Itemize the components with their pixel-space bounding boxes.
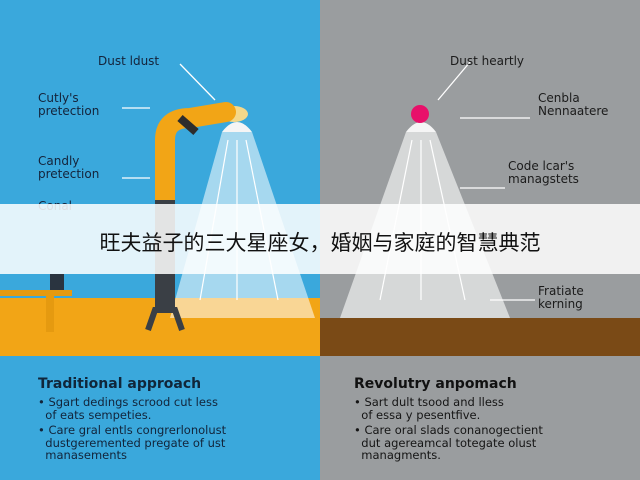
label-protection-1-line2: pretection (38, 104, 100, 118)
pipe-joint (177, 114, 199, 136)
post-base (145, 307, 185, 331)
label-right-1: Cenbla Nennaatere (538, 92, 608, 118)
label-protection-2-line1: Candly (38, 154, 80, 168)
label-right-1-line2: Nennaatere (538, 104, 609, 118)
right-heading: Revolutry anpomach (354, 376, 517, 392)
pointer-line (179, 63, 216, 101)
label-right-2-line1: Code lcar's (508, 159, 575, 173)
lamp-head (222, 122, 252, 132)
pointer-line (437, 61, 471, 101)
label-protection-2-line2: pretection (38, 167, 100, 181)
title-banner: 旺夫益子的三大星座女，婚姻与家庭的智慧典范 (0, 204, 640, 274)
label-top-left: Dust ldust (98, 54, 160, 68)
workbench-leg (46, 296, 54, 332)
label-right-2-line2: managstets (508, 172, 579, 186)
dust-pipe (155, 102, 236, 310)
label-right-3: Fratiate kerning (538, 285, 584, 311)
lamp-head (406, 122, 436, 132)
label-right-1-line1: Cenbla (538, 91, 580, 105)
lamp-bulb (411, 105, 429, 123)
right-bullet-2: • Care oral slads conanogectient dut age… (354, 423, 543, 462)
left-bullet-2: • Care gral entls congrerlonolust dustge… (38, 423, 227, 462)
label-top-right: Dust heartly (450, 54, 525, 68)
label-protection-1-line1: Cutly's (38, 91, 79, 105)
label-right-3-line1: Fratiate (538, 284, 584, 298)
left-heading: Traditional approach (38, 376, 202, 392)
workbench-top (0, 290, 72, 296)
label-right-2: Code lcar's managstets (508, 160, 579, 186)
right-floor (320, 318, 640, 356)
banner-title: 旺夫益子的三大星座女，婚姻与家庭的智慧典范 (99, 231, 541, 255)
right-bullet-1: • Sart dult tsood and lless of essa y pe… (354, 395, 504, 422)
left-bullet-1: • Sgart dedings scrood cut less of eats … (38, 395, 218, 422)
label-protection-1: Cutly's pretection (38, 92, 99, 118)
label-right-3-line2: kerning (538, 297, 583, 311)
label-protection-2: Candly pretection (38, 155, 99, 181)
workbench-device (50, 274, 64, 290)
